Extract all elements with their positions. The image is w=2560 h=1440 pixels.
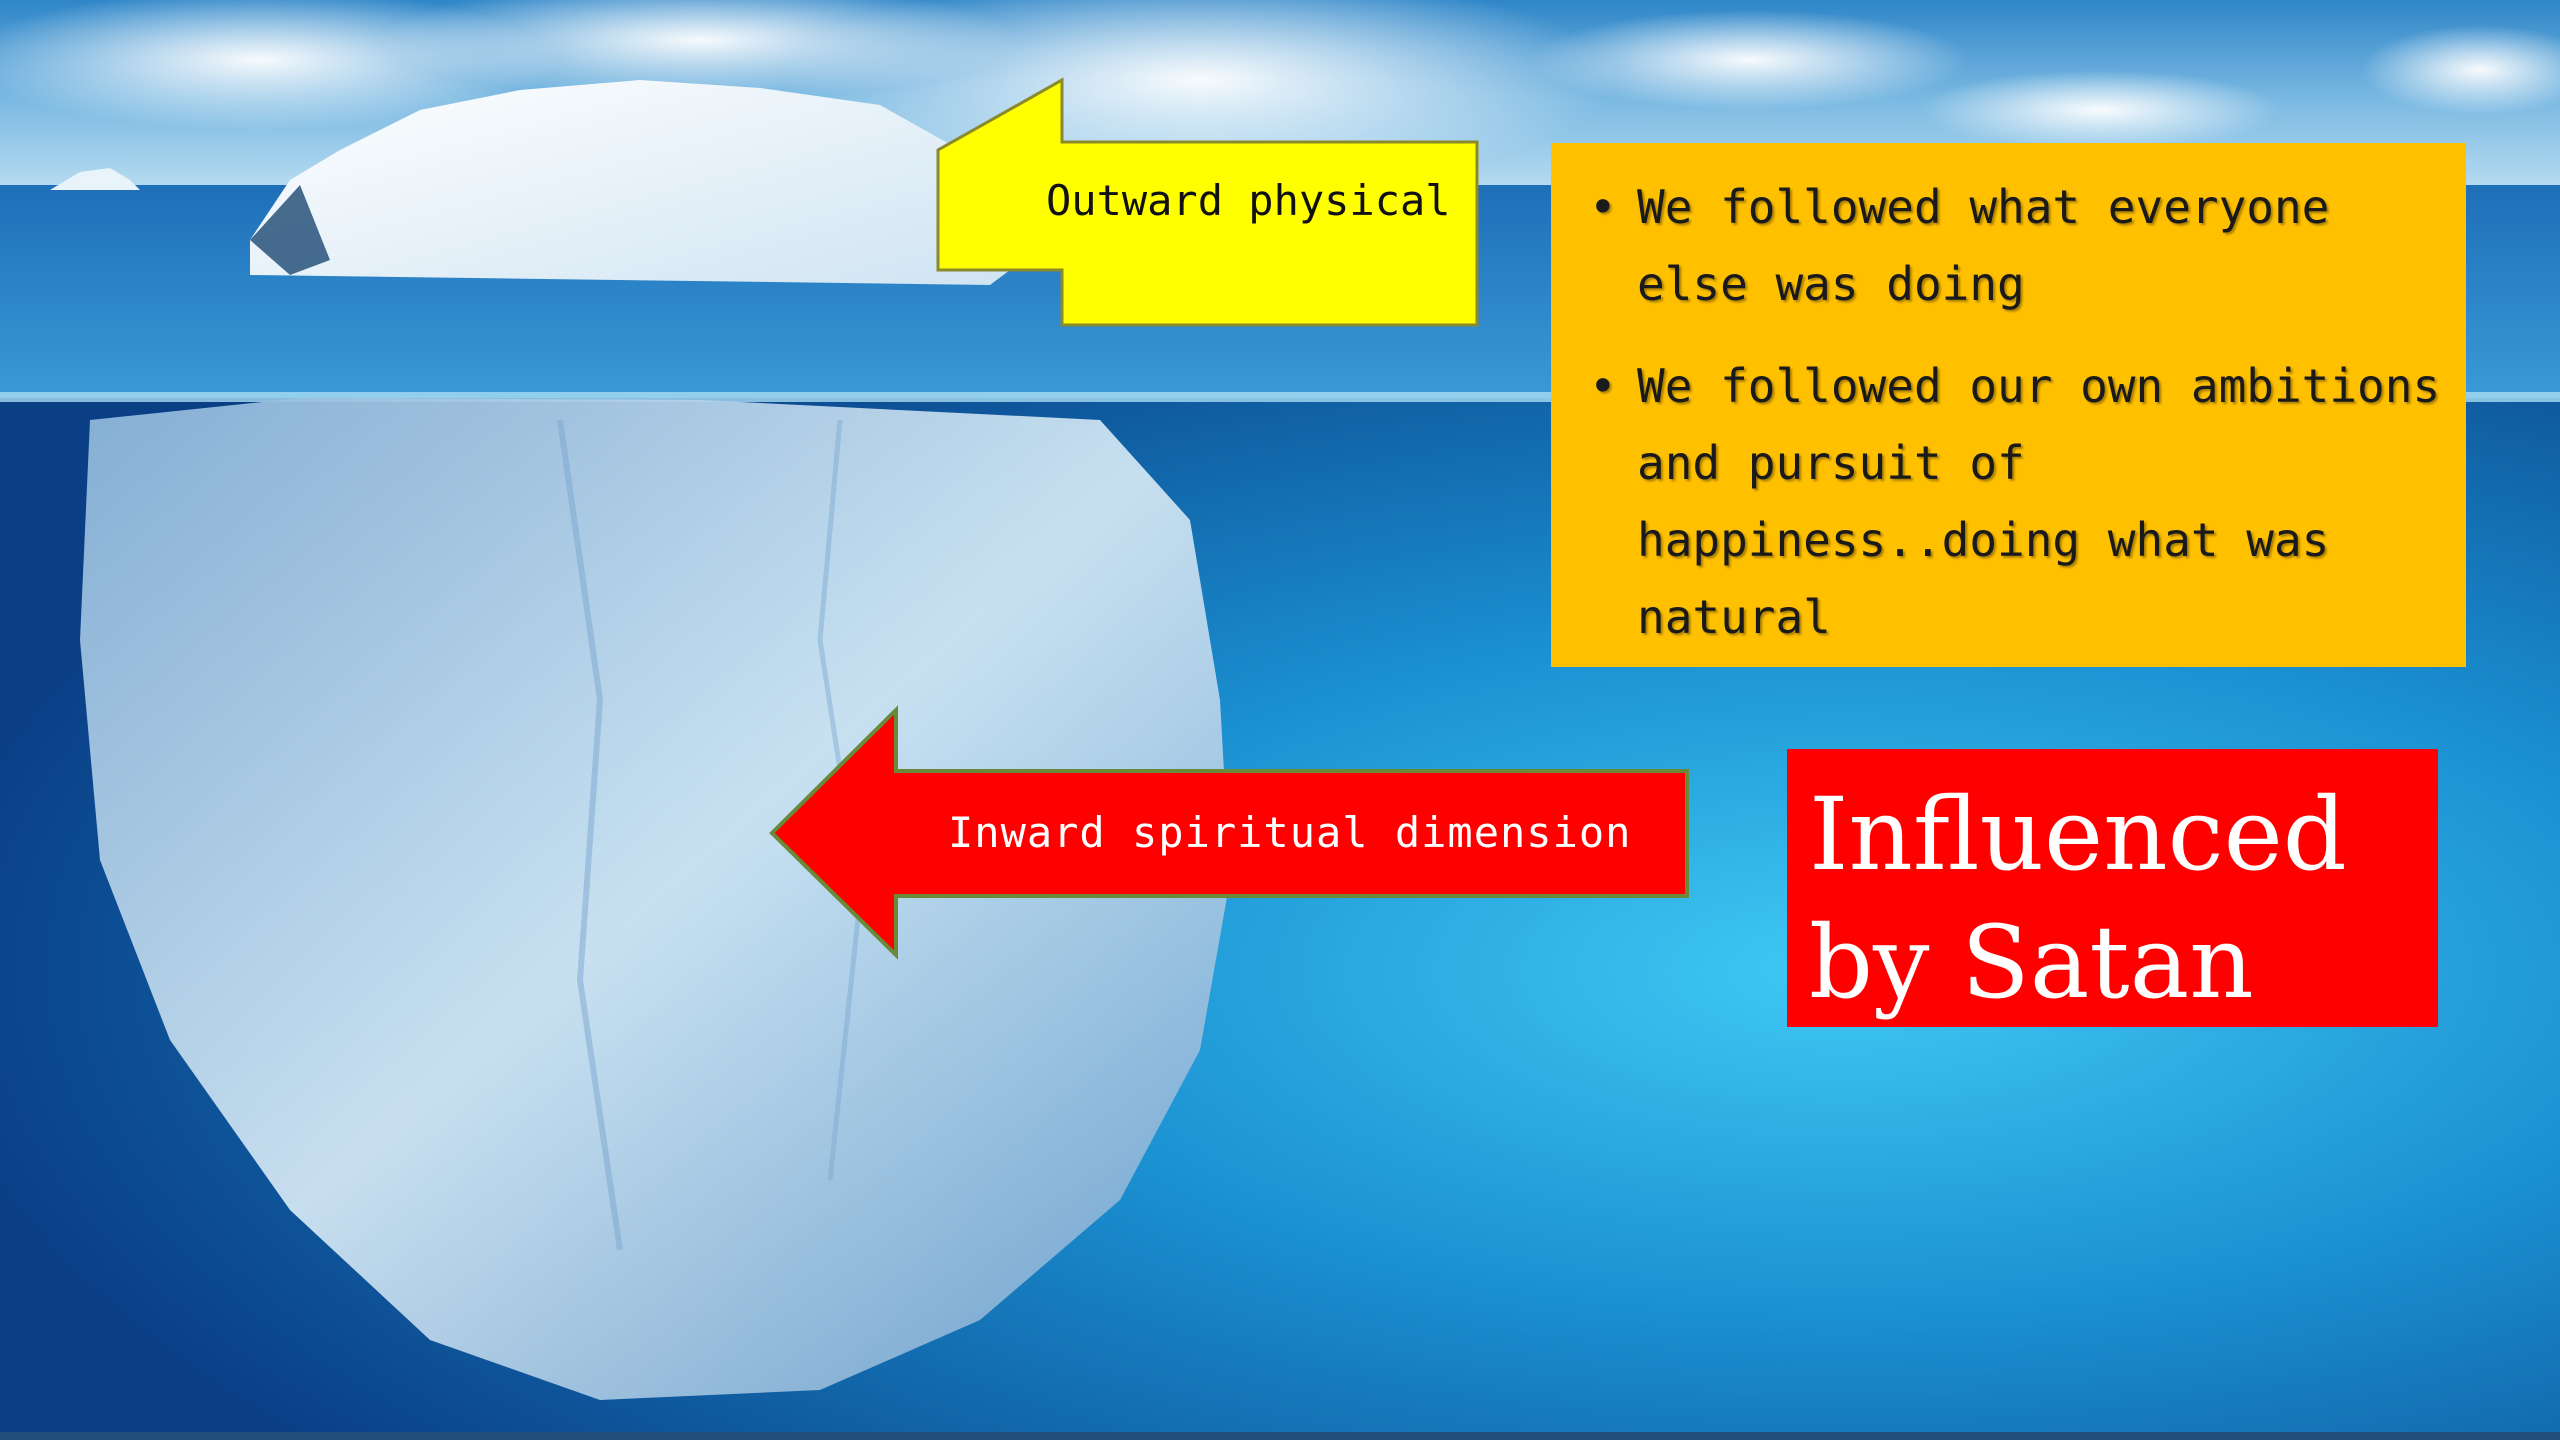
bullet-dot-icon: • xyxy=(1589,359,1617,413)
bullet-item: • We followed what everyone else was doi… xyxy=(1571,169,2446,323)
callout-box: Influenced by Satan xyxy=(1787,749,2438,1027)
outward-arrow-label: Outward physical xyxy=(1046,176,1451,225)
bottom-bar xyxy=(0,1432,2560,1440)
inward-arrow-label: Inward spiritual dimension xyxy=(948,808,1632,857)
bullet-list: • We followed what everyone else was doi… xyxy=(1571,169,2446,656)
outward-arrow xyxy=(936,77,1479,327)
bullet-item: • We followed our own ambitions and purs… xyxy=(1571,348,2446,656)
bullet-text: We followed what everyone else was doing xyxy=(1637,180,2330,311)
bullet-text: We followed our own ambitions and pursui… xyxy=(1637,359,2441,644)
bullet-dot-icon: • xyxy=(1589,180,1617,234)
inward-arrow xyxy=(769,705,1689,960)
bullet-box: • We followed what everyone else was doi… xyxy=(1551,143,2466,667)
callout-text: Influenced by Satan xyxy=(1809,776,2347,1021)
